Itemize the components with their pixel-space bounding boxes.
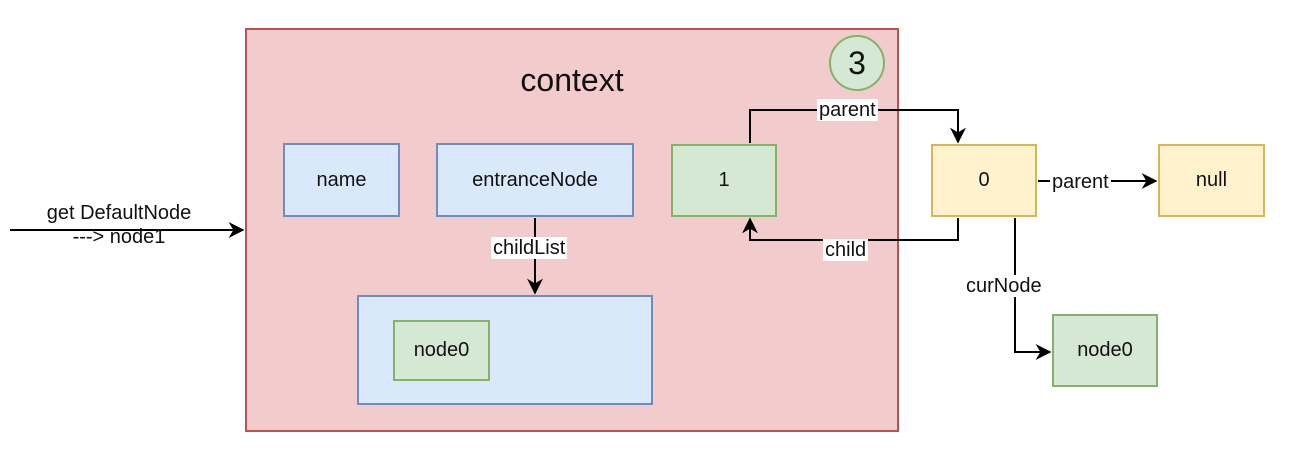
incoming-label: get DefaultNode ---> node1 bbox=[14, 201, 224, 249]
incoming-label-line2: ---> node1 bbox=[72, 226, 166, 248]
cur-node0-box: node0 bbox=[1052, 314, 1158, 387]
incoming-label-line1: get DefaultNode bbox=[46, 202, 192, 224]
cur-node-label: curNode bbox=[964, 275, 1044, 297]
child-list-label: childList bbox=[491, 237, 568, 259]
node1-box: 1 bbox=[671, 144, 777, 217]
null-box: null bbox=[1158, 144, 1265, 217]
child-arrow-0-to-1 bbox=[742, 217, 959, 241]
context-title: context bbox=[520, 62, 624, 98]
child-label: child bbox=[823, 239, 869, 261]
node0-box: 0 bbox=[931, 144, 1037, 217]
parent-label-0-to-null: parent bbox=[1050, 171, 1111, 193]
name-box: name bbox=[283, 143, 400, 217]
entrance-node-box: entranceNode bbox=[436, 143, 634, 217]
step-badge: 3 bbox=[829, 35, 885, 91]
cur-node-arrow bbox=[1014, 218, 1052, 360]
child-list-node0: node0 bbox=[393, 320, 490, 381]
parent-label-1-to-0: parent bbox=[817, 99, 878, 121]
